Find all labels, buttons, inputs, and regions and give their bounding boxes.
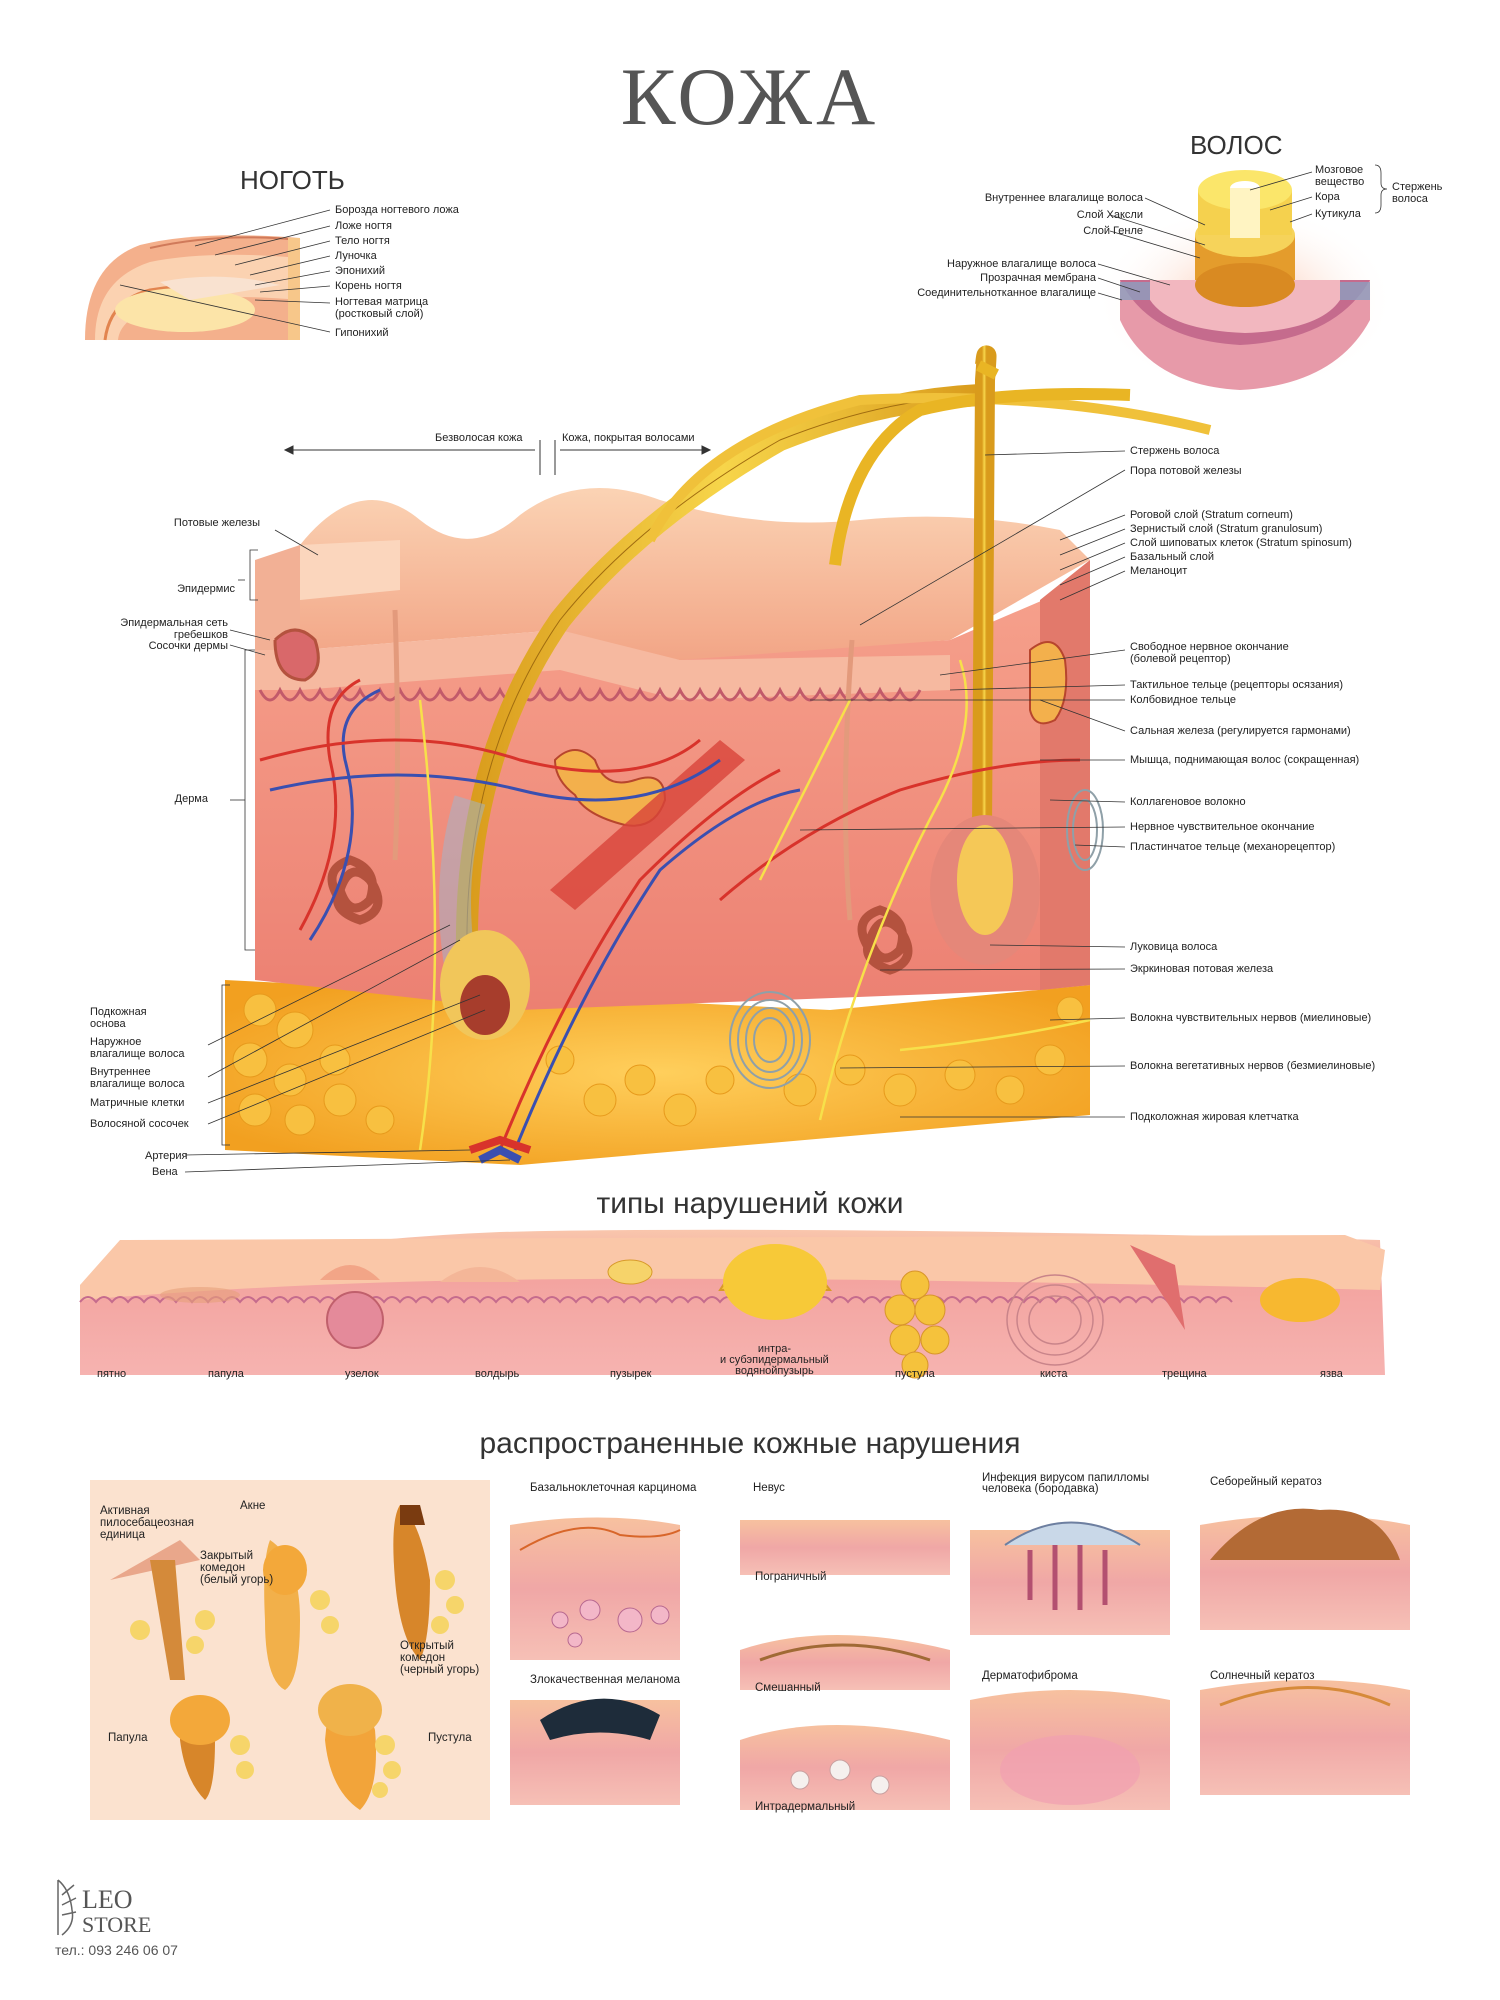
lesion-types-strip	[79, 1229, 1385, 1379]
section-right-label: Нервное чувствительное окончание	[1130, 821, 1315, 833]
common-disorders-heading: распространенные кожные нарушения	[479, 1427, 1021, 1460]
nail-label: Ложе ногтя	[335, 220, 392, 232]
section-right-leaders	[799, 450, 1126, 1118]
section-left-leaders	[184, 529, 511, 1173]
hair-label: Прозрачная мембрана	[980, 272, 1096, 284]
acne-label: Закрытый комедон (белый угорь)	[200, 1550, 274, 1586]
nail-label: Эпонихий	[335, 265, 385, 277]
top-arrows	[283, 440, 712, 475]
lesion-type-label: язва	[1320, 1368, 1343, 1380]
section-left-label: Матричные клетки	[90, 1097, 185, 1109]
lesion-type-label: узелок	[345, 1368, 379, 1380]
acne-panel	[90, 1480, 490, 1820]
lesion-type-label: пятно	[97, 1368, 127, 1380]
section-left-label: Волосяной сосочек	[90, 1118, 189, 1130]
hair-label: Мозговое вещество	[1315, 164, 1365, 188]
lesion-type-label: пузырек	[610, 1368, 652, 1380]
hair-label: Кутикула	[1315, 208, 1361, 220]
nail-leaders	[119, 209, 331, 333]
hair-shaft-bracket-label: Стержень волоса	[1392, 181, 1443, 205]
lesion-type-label: трещина	[1162, 1368, 1207, 1380]
section-left-label: Эпидермальная сеть гребешков	[120, 617, 228, 641]
section-right-label: Волокна вегетативных нервов (безмиелинов…	[1130, 1060, 1376, 1072]
section-right-label: Тактильное тельце (рецепторы осязания)	[1130, 679, 1343, 691]
lesion-type-label: волдырь	[475, 1368, 520, 1380]
hair-label: Соединительнотканное влагалище	[917, 287, 1096, 299]
hair-label: Слой Генле	[1083, 225, 1143, 237]
nevus-sub-label: Пограничный	[755, 1571, 827, 1583]
nail-illustration	[85, 235, 301, 341]
nevus-sub-label: Интрадермальный	[755, 1801, 856, 1813]
section-right-label: Пора потовой железы	[1130, 465, 1242, 477]
disorder-panel-title: Базальноклеточная карцинома	[530, 1482, 697, 1494]
skin-section-illustration	[225, 345, 1212, 1165]
section-right-label: Роговой слой (Stratum corneum)	[1130, 509, 1293, 521]
section-left-label: Эпидермис	[177, 583, 235, 595]
section-right-label: Меланоцит	[1130, 565, 1188, 577]
section-left-label: Потовые железы	[173, 517, 260, 529]
disorder-panels	[510, 1508, 1410, 1810]
section-right-label: Коллагеновое волокно	[1130, 796, 1246, 808]
section-right-label: Экркиновая потовая железа	[1130, 963, 1274, 975]
section-right-label: Пластинчатое тельце (механорецептор)	[1130, 841, 1336, 853]
logo-store: STORE	[82, 1912, 152, 1937]
acne-label: Открытый комедон (черный угорь)	[400, 1640, 480, 1676]
disorder-panel-title: Себорейный кератоз	[1210, 1476, 1322, 1488]
page-title: КОЖА	[620, 51, 880, 142]
hairy-skin-label: Кожа, покрытая волосами	[562, 432, 695, 444]
section-right-label: Мышца, поднимающая волос (сокращенная)	[1130, 754, 1360, 766]
section-right-label: Подколожная жировая клетчатка	[1130, 1111, 1299, 1123]
section-right-label: Волокна чувствительных нервов (миелиновы…	[1130, 1012, 1372, 1024]
nail-heading: НОГОТЬ	[240, 165, 345, 195]
section-left-label: Наружное влагалище волоса	[90, 1036, 185, 1060]
section-right-label: Свободное нервное окончание (болевой рец…	[1130, 641, 1289, 665]
nail-label: Борозда ногтевого ложа	[335, 204, 459, 216]
lesion-type-label: папула	[208, 1368, 244, 1380]
section-right-label: Колбовидное тельце	[1130, 694, 1237, 706]
section-right-label: Зернистый слой (Stratum granulosum)	[1130, 523, 1323, 535]
hair-label: Кора	[1315, 191, 1340, 203]
nevus-sub-label: Смешанный	[755, 1682, 821, 1694]
lesion-type-label: пустула	[895, 1368, 935, 1380]
acne-label: Пустула	[428, 1732, 472, 1744]
disorder-panel-title: Солнечный кератоз	[1210, 1670, 1315, 1682]
hair-heading: ВОЛОС	[1190, 130, 1283, 160]
section-right-label: Стержень волоса	[1130, 445, 1220, 457]
nail-label: Тело ногтя	[335, 235, 390, 247]
acne-label: Папула	[108, 1732, 148, 1744]
section-left-label: Сосочки дермы	[148, 640, 228, 652]
disorder-panel-title: Злокачественная меланома	[530, 1674, 680, 1686]
lesion-type-label: интра- и субэпидермальный водянойпузырь	[720, 1343, 829, 1377]
acne-label: Активная пилосебацеозная единица	[100, 1505, 194, 1541]
footer-phone: тел.: 093 246 06 07	[55, 1942, 178, 1958]
hair-illustration	[1095, 170, 1395, 395]
hair-label: Наружное влагалище волоса	[947, 258, 1096, 270]
logo-leo: LEO	[82, 1885, 133, 1914]
lesion-type-label: киста	[1040, 1368, 1068, 1380]
section-right-label: Сальная железа (регулируется гармонами)	[1130, 725, 1351, 737]
hair-label: Слой Хаксли	[1076, 209, 1143, 221]
disorder-panel-title: Невус	[753, 1482, 785, 1494]
nail-label: Корень ногтя	[335, 280, 402, 292]
section-right-label: Луковица волоса	[1130, 941, 1218, 953]
lesion-types-heading: типы нарушений кожи	[596, 1187, 904, 1220]
nail-label: Луночка	[335, 250, 377, 262]
hairless-skin-label: Безволосая кожа	[435, 432, 523, 444]
section-right-label: Слой шиповатых клеток (Stratum spinosum)	[1130, 537, 1352, 549]
acne-label: Акне	[240, 1500, 266, 1512]
section-right-label: Базальный слой	[1130, 551, 1215, 563]
hair-label: Внутреннее влагалище волоса	[984, 192, 1143, 204]
section-left-label: Артерия	[145, 1150, 188, 1162]
disorder-panel-title: Инфекция вирусом папилломы человека (бор…	[982, 1472, 1150, 1495]
nail-label: Гипонихий	[335, 327, 389, 339]
hair-leaders	[1097, 164, 1388, 301]
section-left-label: Внутреннее влагалище волоса	[90, 1066, 185, 1090]
leo-store-logo-mark	[57, 1879, 77, 1936]
section-left-label: Подкожная основа	[90, 1006, 147, 1030]
disorder-panel-title: Дерматофиброма	[982, 1670, 1078, 1682]
section-left-label: Дерма	[174, 793, 208, 805]
section-left-label: Вена	[152, 1166, 178, 1178]
nail-label: Ногтевая матрица (ростковый слой)	[335, 296, 429, 320]
